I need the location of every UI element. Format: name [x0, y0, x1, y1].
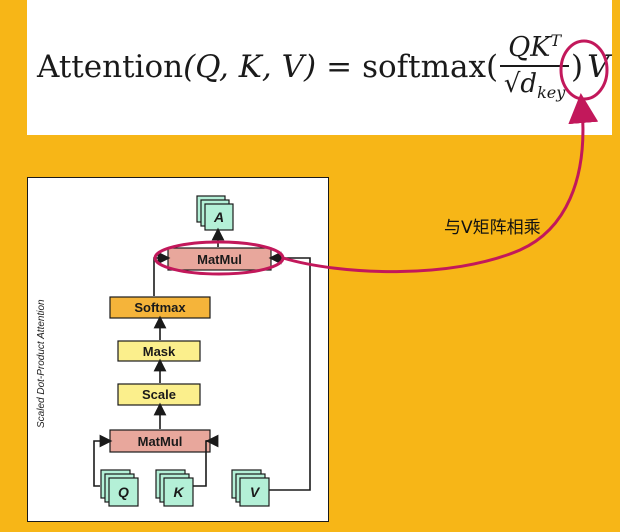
- formula-denominator: √dkey: [504, 67, 565, 102]
- output-a-label: A: [213, 209, 225, 225]
- formula-args: (Q, K, V): [183, 49, 317, 85]
- highlight-connector-arrow: [282, 93, 599, 274]
- numerator-text: QK: [508, 32, 551, 64]
- matmul-highlight-ellipse: [153, 240, 285, 276]
- softmax-label: Softmax: [134, 300, 186, 315]
- numerator-sup: T: [550, 31, 562, 51]
- formula-panel: Attention (Q, K, V) = softmax( QKT √dkey…: [27, 0, 612, 135]
- diagram-svg: [93, 195, 311, 507]
- matmul-top-label: MatMul: [197, 251, 242, 267]
- denominator-text: d: [520, 69, 538, 100]
- annotation-multiply-v: 与V矩阵相乘: [444, 218, 541, 238]
- v-matrix-stack: [231, 469, 270, 507]
- formula-fraction: QKT √dkey: [500, 31, 570, 103]
- sqrt-symbol: √: [503, 69, 521, 100]
- fraction-bar: [500, 65, 570, 68]
- q-label: Q: [118, 484, 129, 500]
- formula-close: ): [571, 49, 584, 85]
- formula-lhs: Attention: [37, 49, 184, 85]
- output-matrix-stack: [196, 195, 234, 231]
- scale-label: Scale: [142, 387, 176, 402]
- mask-label: Mask: [142, 343, 176, 359]
- v-highlight-ellipse: [559, 39, 609, 101]
- formula-numerator: QKT: [500, 31, 569, 65]
- diagram-panel: Scaled Dot-Product Attention: [27, 177, 329, 522]
- k-matrix-stack: [155, 469, 194, 507]
- formula-func: softmax(: [362, 49, 499, 85]
- denominator-sub: key: [537, 83, 566, 103]
- attention-formula: Attention (Q, K, V) = softmax( QKT √dkey…: [37, 22, 610, 112]
- v-label: V: [249, 484, 260, 500]
- q-matrix-stack: [100, 469, 139, 507]
- formula-equals: =: [326, 49, 353, 85]
- diagram-edges: [93, 227, 311, 491]
- k-label: K: [173, 484, 184, 500]
- matmul-bottom-label: MatMul: [137, 433, 183, 449]
